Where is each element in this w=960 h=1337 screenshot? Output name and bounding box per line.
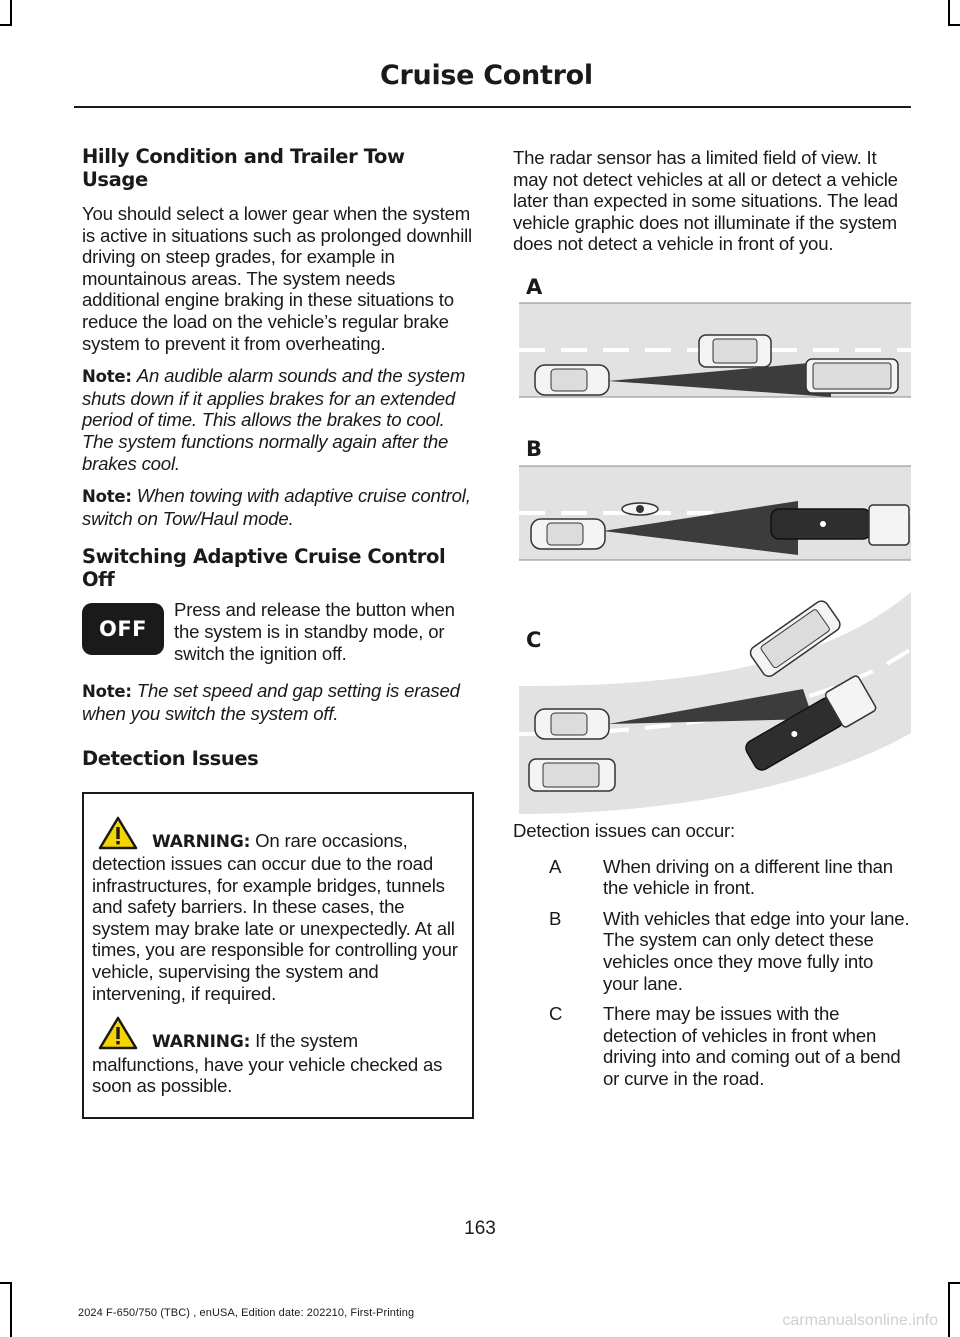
off-instruction: OFF Press and release the button when th… [82,599,474,669]
radar-beam-c [608,688,813,724]
radar-beam-a [608,360,831,397]
item-text: There may be issues with the detection o… [603,1003,901,1089]
warning-bridges: WARNING: On rare occasions, detection is… [92,816,464,1005]
warning-triangle-icon [98,816,138,849]
crop-mark [0,1282,12,1284]
warning-box: WARNING: On rare occasions, detection is… [82,791,474,1120]
footer-edition: 2024 F-650/750 (TBC) , enUSA, Edition da… [78,1307,415,1319]
warning-malfunction: WARNING: If the system malfunctions, hav… [92,1016,464,1097]
right-column: The radar sensor has a limited field of … [513,147,911,1099]
crop-mark [948,1282,950,1337]
header-divider [74,106,911,108]
note-hilly: Note: An audible alarm sounds and the sy… [82,365,474,474]
item-key: A [549,855,562,877]
detection-lead: Detection issues can occur: [513,819,735,841]
note-off: Note: The set speed and gap setting is e… [82,680,474,724]
radar-beam-b [603,500,798,555]
crop-mark [0,24,12,26]
watermark: carmanualsonline.info [782,1312,938,1329]
item-key: B [549,907,562,929]
truck-icon [770,504,910,546]
detection-illustration: A B [518,275,911,814]
crop-mark [10,0,12,26]
panel-a-label: A [526,275,543,299]
crop-mark [948,24,960,26]
item-key: C [549,1003,563,1025]
off-button-icon: OFF [82,603,164,656]
truck-icon [745,675,877,771]
suv-icon [698,334,772,368]
item-text: With vehicles that edge into your lane. … [603,907,910,994]
note-text: An audible alarm sounds and the system s… [82,365,466,474]
warning-label: WARNING: [152,831,251,852]
detection-item: C There may be issues with the detection… [513,1003,911,1089]
crop-mark [948,1282,960,1284]
page-number: 163 [464,1218,496,1239]
detection-heading: Detection Issues [82,746,259,770]
off-text: Press and release the button when the sy… [174,599,455,664]
suv-icon [528,758,616,792]
car-icon [530,518,606,550]
panel-c-label: C [526,628,541,652]
panel-b-label: B [526,437,542,461]
detection-figure: A B [513,269,911,814]
warning-text: If the system malfunctions, have your ve… [92,1030,443,1097]
crop-mark [948,0,950,26]
crop-mark [10,1282,12,1337]
motorcycle-icon [621,502,659,516]
note-text: The set speed and gap setting is erased … [82,680,460,724]
radar-intro: The radar sensor has a limited field of … [513,147,898,255]
warning-text: On rare occasions, detection issues can … [92,829,458,1004]
note-tow: Note: When towing with adaptive cruise c… [82,485,474,529]
note-label: Note: [82,682,132,702]
hilly-heading: Hilly Condition and Trailer Tow Usage [82,145,405,191]
car-icon [534,364,610,396]
left-column: Hilly Condition and Trailer Tow Usage Yo… [82,145,474,1120]
panel-a: A [519,275,911,398]
page-title: Cruise Control [380,60,593,91]
panel-b: B [519,437,911,561]
detection-item: A When driving on a different line than … [513,856,911,899]
panel-c: C [518,591,911,814]
warning-triangle-icon [98,1017,138,1050]
off-heading: Switching Adaptive Cruise Control Off [82,545,446,592]
item-text: When driving on a different line than th… [603,855,893,899]
hilly-paragraph: You should select a lower gear when the … [82,203,472,354]
car-icon [534,708,610,740]
van-icon [805,358,899,394]
note-label: Note: [82,487,132,507]
note-label: Note: [82,367,132,387]
warning-label: WARNING: [152,1032,251,1053]
detection-item: B With vehicles that edge into your lane… [513,908,911,994]
suv-icon [749,600,841,677]
note-text: When towing with adaptive cruise control… [82,485,471,529]
